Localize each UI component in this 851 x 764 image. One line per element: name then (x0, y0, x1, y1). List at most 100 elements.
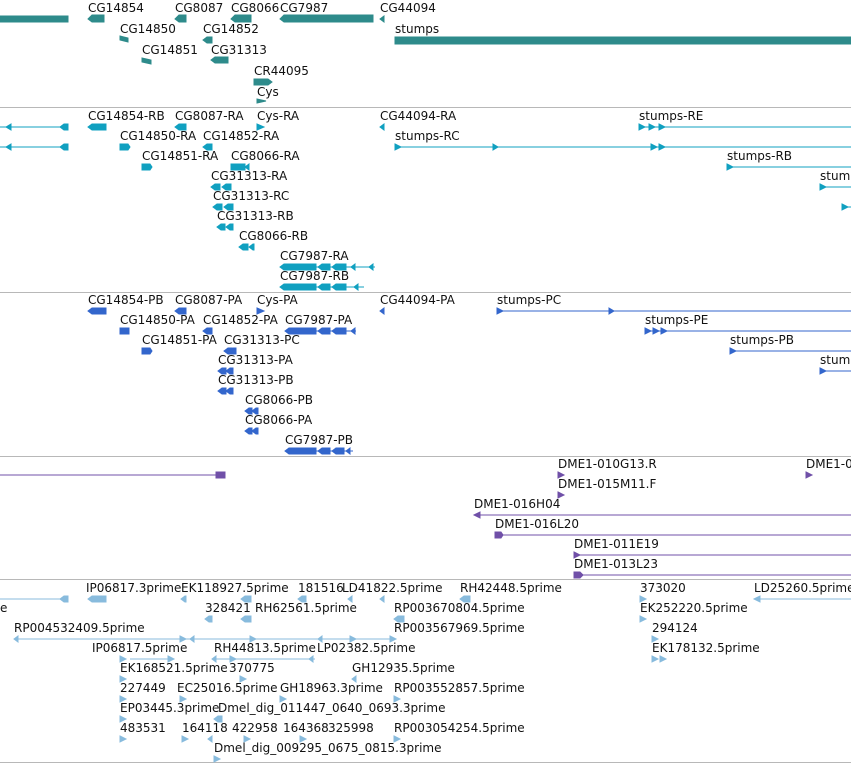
clone-feature[interactable] (573, 571, 584, 579)
feature-label[interactable]: CG14850-PA (120, 313, 195, 327)
feature-label[interactable]: GH18963.3prime (280, 681, 383, 695)
transcript-exon[interactable] (59, 123, 69, 131)
transcript-exon[interactable] (279, 283, 317, 291)
est-feature[interactable] (119, 695, 128, 703)
est-feature[interactable] (240, 615, 252, 623)
feature-label[interactable]: EK118927.5prime (181, 581, 289, 595)
feature-label[interactable]: CG8066-PA (245, 413, 313, 427)
est-feature[interactable] (393, 615, 405, 623)
transcript-exon[interactable] (5, 143, 12, 151)
protein-feature[interactable] (644, 327, 653, 335)
feature-label[interactable]: 164118 (182, 721, 228, 735)
protein-feature[interactable] (317, 447, 331, 455)
feature-label[interactable]: EP03445.3prime (120, 701, 220, 715)
protein-feature[interactable] (331, 327, 347, 335)
transcript-exon[interactable] (244, 163, 250, 171)
est-feature[interactable] (179, 635, 188, 643)
protein-feature[interactable] (87, 307, 107, 315)
feature-label[interactable]: stumps-RE (639, 109, 704, 123)
protein-feature[interactable] (350, 327, 356, 335)
transcript-exon[interactable] (379, 123, 385, 131)
feature-label[interactable]: CG14854 (88, 1, 144, 15)
transcript-exon[interactable] (256, 123, 266, 131)
protein-feature[interactable] (652, 327, 661, 335)
feature-label[interactable]: IP06817.5prime (92, 641, 188, 655)
est-feature[interactable] (119, 675, 128, 683)
transcript-exon[interactable] (238, 243, 249, 251)
feature-label[interactable]: EK178132.5prime (652, 641, 760, 655)
feature-label[interactable]: DME1-013L23 (574, 557, 658, 571)
transcript-exon[interactable] (841, 203, 850, 211)
feature-label[interactable]: LP02382.5prime (317, 641, 416, 655)
feature-label[interactable]: Dmel_dig_011447_0640_0693.3prime (218, 701, 446, 715)
gene-feature[interactable] (394, 36, 851, 45)
feature-label[interactable]: GH12935.5prime (352, 661, 455, 675)
gene-feature[interactable] (210, 56, 229, 64)
feature-label[interactable]: RH42448.5prime (460, 581, 562, 595)
feature-label[interactable]: RP003054254.5prime (394, 721, 525, 735)
feature-label[interactable]: CG8066-PB (245, 393, 314, 407)
feature-label[interactable]: DME1-0 (806, 457, 851, 471)
feature-label[interactable]: 373020 (640, 581, 686, 595)
feature-label[interactable]: stumps-PE (645, 313, 709, 327)
feature-label[interactable]: DME1-010G13.R (558, 457, 657, 471)
est-feature[interactable] (279, 695, 288, 703)
transcript-exon[interactable] (59, 143, 69, 151)
transcript-exon[interactable] (119, 143, 131, 151)
feature-label[interactable]: 294124 (652, 621, 698, 635)
est-feature[interactable] (59, 595, 69, 603)
feature-label[interactable]: CG8087-RA (175, 109, 244, 123)
transcript-exon[interactable] (248, 243, 255, 251)
feature-label[interactable]: CG8066-RA (231, 149, 300, 163)
feature-label[interactable]: CG14851-PA (142, 333, 217, 347)
transcript-exon[interactable] (638, 123, 647, 131)
est-feature[interactable] (351, 675, 357, 683)
est-feature[interactable] (651, 635, 660, 643)
est-feature[interactable] (213, 715, 223, 723)
feature-label[interactable]: CG7987-RB (280, 269, 350, 283)
feature-label[interactable]: 181516 (298, 581, 344, 595)
gene-feature[interactable] (119, 35, 129, 43)
feature-label[interactable]: stump (820, 353, 851, 367)
feature-label[interactable]: EK252220.5prime (640, 601, 748, 615)
protein-feature[interactable] (251, 407, 259, 415)
feature-label[interactable]: CG44094 (380, 1, 436, 15)
gene-feature[interactable] (253, 78, 273, 86)
clone-feature[interactable] (472, 511, 481, 519)
feature-label[interactable]: DME1-016H04 (474, 497, 561, 511)
clone-feature[interactable] (494, 531, 504, 539)
clone-feature[interactable] (805, 471, 814, 479)
est-feature[interactable] (393, 695, 402, 703)
feature-label[interactable]: CG7987 (280, 1, 329, 15)
est-feature[interactable] (13, 635, 19, 643)
est-feature[interactable] (207, 735, 213, 743)
feature-label[interactable]: Cys-RA (257, 109, 300, 123)
est-feature[interactable] (229, 655, 238, 663)
gene-feature[interactable] (174, 14, 187, 23)
transcript-exon[interactable] (202, 143, 213, 151)
transcript-exon[interactable] (317, 283, 331, 291)
feature-label[interactable]: 328421 (205, 601, 251, 615)
est-feature[interactable] (297, 595, 307, 603)
feature-label[interactable]: CG14850-RA (120, 129, 197, 143)
feature-label[interactable]: 325998 (328, 721, 374, 735)
transcript-exon[interactable] (5, 123, 12, 131)
feature-label[interactable]: CG14852 (203, 22, 259, 36)
est-feature[interactable] (189, 635, 195, 643)
feature-label[interactable]: CG31313-RC (213, 189, 290, 203)
transcript-exon[interactable] (221, 183, 232, 191)
feature-label[interactable]: CG31313-PB (218, 373, 294, 387)
feature-label[interactable]: RP003567969.5prime (394, 621, 525, 635)
transcript-exon[interactable] (726, 163, 735, 171)
transcript-exon[interactable] (492, 143, 499, 151)
feature-label[interactable]: stumps-RB (727, 149, 793, 163)
transcript-exon[interactable] (331, 283, 347, 291)
feature-label[interactable]: CG44094-RA (380, 109, 457, 123)
transcript-exon[interactable] (331, 263, 347, 271)
est-feature[interactable] (639, 615, 648, 623)
feature-label[interactable]: DME1-016L20 (495, 517, 579, 531)
clone-feature[interactable] (557, 491, 566, 499)
est-feature[interactable] (119, 715, 128, 723)
feature-label[interactable]: CG8087 (175, 1, 224, 15)
feature-label[interactable]: CR44095 (254, 64, 309, 78)
